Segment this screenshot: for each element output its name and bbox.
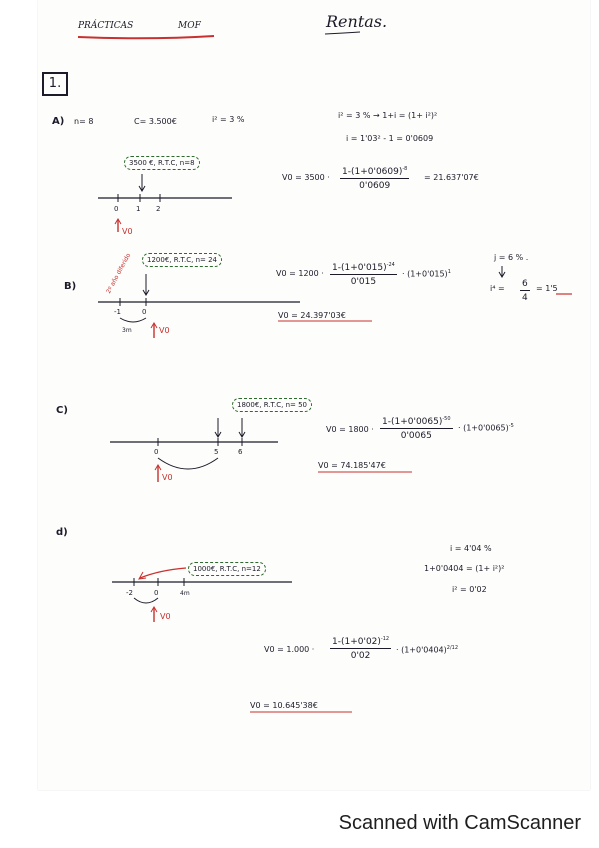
rentas-underline: [324, 31, 361, 35]
b-formula-tail-exp: 1: [447, 269, 451, 275]
gap-arc-d: [133, 597, 159, 604]
label-d: d): [56, 527, 68, 538]
a-rate: i² = 3 %: [212, 115, 245, 124]
b-tick-0: 0: [142, 308, 147, 316]
label-b: B): [64, 281, 77, 292]
c-formula-den: 0'0065: [400, 431, 432, 441]
c-formula-fraction: 1-(1+0'0065)-50 0'0065: [380, 416, 453, 441]
camscanner-footer: Scanned with CamScanner: [338, 812, 581, 834]
header-underline: [77, 35, 215, 40]
arrowhead-c-down-2: [214, 431, 222, 438]
a-formula-fraction: 1-(1+0'0609)-8 0'0609: [340, 166, 410, 191]
arrow-d-back: [139, 567, 187, 579]
label-a: A): [52, 116, 65, 127]
c-tick-6: 6: [238, 448, 243, 456]
arrowhead-a-down: [138, 185, 146, 192]
d-formula-num-exp: -12: [380, 636, 390, 642]
a-conv-line2: i = 1'03² - 1 = 0'0609: [346, 134, 434, 143]
a-formula-exp: -8: [402, 166, 408, 172]
d-side-line2: 1+0'0404 = (1+ i²)²: [424, 564, 505, 573]
d-formula-den: 0'02: [350, 651, 371, 661]
d-formula-tail: · (1+0'0404)2/12: [396, 646, 458, 655]
b-formula-fraction: 1-(1+0'015)-24 0'015: [330, 262, 397, 287]
c-v0-label: V0: [162, 473, 173, 482]
d-tick-0: 0: [154, 589, 159, 597]
arrowhead-c-up: [154, 464, 162, 471]
d-tick-4m: 4m: [180, 590, 190, 597]
d-tick-neg2: -2: [126, 589, 133, 597]
a-tick-1: 1: [136, 205, 141, 213]
arrowhead-d-back: [138, 571, 147, 580]
header-subject: MOF: [178, 21, 201, 31]
b-formula-tail: · (1+0'015)1: [402, 270, 451, 279]
a-formula-num: 1-(1+0'0609): [342, 167, 403, 177]
b-result: V0 = 24.397'03€: [278, 311, 346, 320]
header-practicas: PRÁCTICAS: [78, 21, 134, 31]
b-gap-label: 3m: [122, 327, 132, 334]
arrowhead-b-side: [498, 271, 506, 278]
header-rentas: Rentas.: [326, 12, 388, 31]
arrowhead-b-up: [150, 322, 158, 329]
c-tick-5: 5: [214, 448, 219, 456]
d-cloud-label: 1000€, R.T.C, n=12: [188, 562, 266, 576]
b-side-frac-num: 6: [520, 279, 530, 291]
c-formula-tail-exp: -5: [508, 423, 514, 429]
b-side-prefix: i⁴ =: [490, 284, 505, 293]
b-cloud-label: 1200€, R.T.C, n= 24: [142, 253, 222, 267]
b-tick-neg1: -1: [114, 308, 121, 316]
a-formula-prefix: V0 = 3500 ·: [282, 173, 330, 182]
arrowhead-b-down: [142, 289, 150, 296]
b-formula-prefix: V0 = 1200 ·: [276, 269, 324, 278]
a-n: n= 8: [74, 117, 94, 126]
c-formula-tail-text: · (1+0'0065): [458, 423, 509, 433]
d-side-line3: i² = 0'02: [452, 585, 487, 594]
c-cloud-label: 1800€, R.T.C, n= 50: [232, 398, 312, 412]
d-formula-num: 1-(1+0'02): [332, 637, 381, 647]
b-formula-den: 0'015: [350, 277, 377, 287]
b-side-result: = 1'5: [536, 284, 558, 293]
b-side-line1: j = 6 % .: [494, 253, 529, 262]
b-side-frac-den: 4: [522, 293, 528, 303]
gap-arc-b: [119, 317, 147, 323]
a-v0-label: V0: [122, 227, 133, 236]
b-formula-num-exp: -24: [386, 262, 395, 268]
b-formula-tail-text: · (1+0'015): [402, 269, 448, 279]
label-c: C): [56, 405, 68, 416]
d-formula-prefix: V0 = 1.000 ·: [264, 645, 315, 654]
c-formula-num-exp: -50: [442, 416, 451, 422]
c-formula-tail: · (1+0'0065)-5: [458, 424, 514, 433]
d-v0-label: V0: [160, 612, 171, 621]
a-capital: C= 3.500€: [134, 117, 177, 126]
scanned-page: [38, 0, 590, 790]
b-v0-label: V0: [159, 326, 170, 335]
exercise-number-box: 1.: [42, 72, 68, 96]
c-formula-num: 1-(1+0'0065): [382, 417, 443, 427]
gap-arc-c: [157, 457, 219, 470]
arrowhead-a-up: [114, 218, 122, 225]
d-formula-tail-exp: 2/12: [446, 645, 459, 651]
a-tick-2: 2: [156, 205, 161, 213]
b-formula-num: 1-(1+0'015): [332, 263, 387, 273]
a-formula-den: 0'0609: [359, 181, 391, 191]
c-formula-prefix: V0 = 1800 ·: [326, 425, 374, 434]
arrowhead-c-down: [238, 431, 246, 438]
a-cloud-label: 3500 €, R.T.C, n=8: [124, 156, 200, 170]
c-result: V0 = 74.185'47€: [318, 461, 386, 470]
a-tick-0: 0: [114, 205, 119, 213]
b-side-fraction: 6 4: [520, 279, 530, 303]
c-tick-0: 0: [154, 448, 159, 456]
d-formula-tail-text: · (1+0'0404): [396, 645, 447, 655]
a-formula-result: = 21.637'07€: [424, 173, 479, 182]
d-side-line1: i = 4'04 %: [450, 544, 492, 553]
d-result: V0 = 10.645'38€: [250, 701, 318, 710]
arrowhead-d-up: [150, 606, 158, 613]
a-conv-line1: i² = 3 % → 1+i = (1+ i²)²: [338, 111, 438, 120]
d-formula-fraction: 1-(1+0'02)-12 0'02: [330, 636, 392, 661]
